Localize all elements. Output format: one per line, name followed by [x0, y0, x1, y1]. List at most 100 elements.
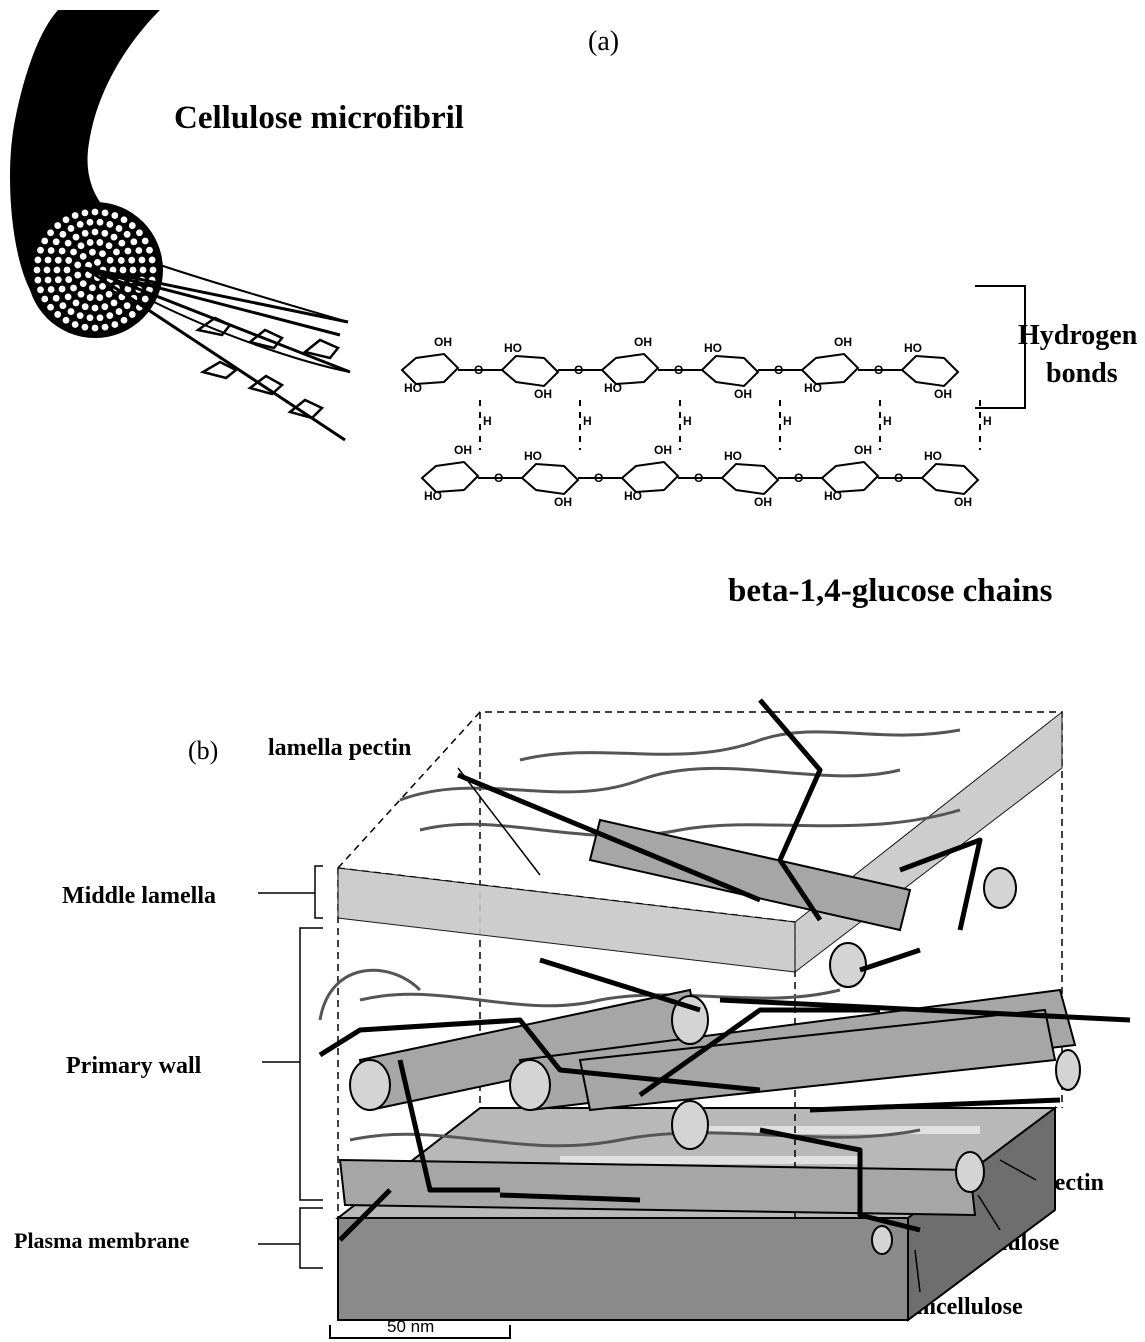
cross-section-dot	[124, 302, 131, 309]
cross-section-dot	[92, 305, 99, 312]
cross-section-dot	[82, 303, 89, 310]
cross-section-dot	[107, 257, 114, 264]
cross-section-dot	[102, 324, 109, 331]
cross-section-dot	[63, 317, 70, 324]
scale-bar-label: 50 nm	[387, 1318, 434, 1335]
cross-section-dot	[41, 238, 48, 245]
plasma-membrane-top	[338, 1108, 1055, 1218]
chem-label: O	[894, 471, 903, 485]
chem-label: H	[683, 414, 692, 428]
chem-label: HO	[624, 489, 642, 503]
cross-section-dot	[125, 248, 132, 255]
chem-label: HO	[824, 489, 842, 503]
label-brackets	[258, 768, 1036, 1292]
cross-section-dot	[55, 276, 62, 283]
cross-section-dot	[59, 231, 66, 238]
chem-label: HO	[524, 449, 542, 463]
cross-section-dot	[87, 219, 94, 226]
cross-section-dot	[34, 257, 41, 264]
cross-section-dot	[47, 304, 54, 311]
chem-label: OH	[754, 495, 772, 509]
chem-label: OH	[934, 387, 952, 401]
cross-section-dot	[121, 317, 128, 324]
cross-section-dot	[37, 247, 44, 254]
glucose-ring	[722, 464, 778, 494]
cross-section-dot	[94, 259, 101, 266]
chem-label: HO	[904, 341, 922, 355]
cross-section-dot	[59, 248, 66, 255]
cross-section-dot	[102, 209, 109, 216]
cross-section-dot	[59, 286, 66, 293]
cross-section-dot	[64, 267, 71, 274]
cross-section-dot	[77, 221, 84, 228]
cross-section-dot	[82, 209, 89, 216]
chem-label: H	[983, 414, 992, 428]
chem-label: O	[474, 363, 483, 377]
cross-section-dot	[96, 294, 103, 301]
glucose-ring	[822, 462, 878, 492]
cross-section-dot	[101, 303, 108, 310]
chem-label: O	[494, 471, 503, 485]
cross-section-dot	[99, 250, 106, 257]
cross-section-dot	[70, 249, 77, 256]
cross-section-dot	[34, 277, 41, 284]
chem-label: HO	[724, 449, 742, 463]
cross-section-dot	[140, 267, 147, 274]
chem-label: HO	[424, 489, 442, 503]
cross-section-dot	[111, 212, 118, 219]
chem-label: OH	[954, 495, 972, 509]
panel-b-label: (b)	[188, 738, 218, 764]
glucose-ring	[622, 462, 678, 492]
glucose-ring	[702, 356, 758, 386]
chem-label: OH	[834, 335, 852, 349]
cross-section-dot	[82, 230, 89, 237]
cross-section-dot	[77, 312, 84, 319]
chem-label: O	[594, 471, 603, 485]
chem-label: H	[483, 414, 492, 428]
cross-section-dot	[59, 302, 66, 309]
chem-label: OH	[854, 443, 872, 457]
hemicellulose-label: Hemicellulose	[880, 1295, 1023, 1319]
cross-section-dot	[78, 242, 85, 249]
cross-section-dot	[65, 293, 72, 300]
lamella-pectin-label: lamella pectin	[268, 736, 411, 760]
cross-section-dot	[116, 308, 123, 315]
cross-section-dot	[72, 212, 79, 219]
chem-label: HO	[704, 341, 722, 355]
chem-label: O	[774, 363, 783, 377]
pectin-label: Pectin	[1040, 1171, 1104, 1195]
cross-section-dot	[89, 284, 96, 291]
cross-section-dot	[74, 262, 81, 269]
chem-label: OH	[534, 387, 552, 401]
chem-label: H	[783, 414, 792, 428]
cross-section-dot	[130, 238, 137, 245]
cross-section-dot	[37, 286, 44, 293]
cross-section-dot	[106, 291, 113, 298]
cross-section-dot	[72, 321, 79, 328]
pectin-strands	[320, 730, 1000, 1146]
chem-label: O	[674, 363, 683, 377]
chem-label: OH	[454, 443, 472, 457]
cross-section-dot	[41, 296, 48, 303]
cross-section-dot	[120, 267, 127, 274]
cross-section-dot	[54, 222, 61, 229]
cross-section-dot	[136, 229, 143, 236]
cross-section-dot	[47, 229, 54, 236]
cross-section-dot	[128, 257, 135, 264]
cross-section-dot	[54, 311, 61, 318]
hemicellulose-strands	[320, 700, 1130, 1240]
chem-label: OH	[654, 443, 672, 457]
cross-section-dot	[80, 280, 87, 287]
cross-section-dot	[65, 257, 72, 264]
cross-section-dot	[70, 285, 77, 292]
cross-section-dot	[97, 219, 104, 226]
cross-section-dot	[106, 221, 113, 228]
cross-section-dot	[142, 296, 149, 303]
cross-section-dot	[65, 240, 72, 247]
hydrogen-bonds-bracket	[975, 286, 1025, 408]
strand-glucose-glyphs	[198, 318, 338, 418]
cross-section-dot	[130, 267, 137, 274]
cross-section-dot	[73, 300, 80, 307]
cross-section-dot	[63, 216, 70, 223]
cross-section-dot	[121, 216, 128, 223]
